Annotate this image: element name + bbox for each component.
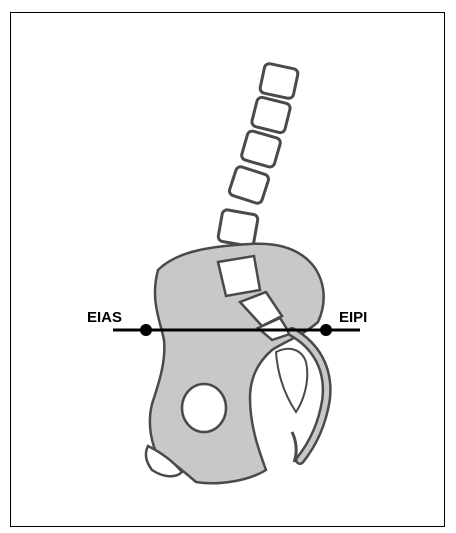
eias-point bbox=[140, 324, 152, 336]
sciatic-notch bbox=[276, 349, 307, 412]
lumbar-spine bbox=[217, 63, 298, 247]
vertebra-l4 bbox=[228, 165, 270, 204]
vertebra-l5 bbox=[217, 209, 258, 247]
eias-label: EIAS bbox=[87, 309, 122, 326]
vertebra-l1 bbox=[259, 63, 298, 99]
eipi-label: EIPI bbox=[339, 309, 367, 326]
eipi-point bbox=[320, 324, 332, 336]
sacral-segment-1 bbox=[218, 256, 260, 296]
vertebra-l2 bbox=[251, 96, 291, 133]
ischial-tail bbox=[292, 432, 296, 462]
vertebra-l3 bbox=[241, 130, 282, 168]
obturator-foramen bbox=[182, 384, 226, 432]
